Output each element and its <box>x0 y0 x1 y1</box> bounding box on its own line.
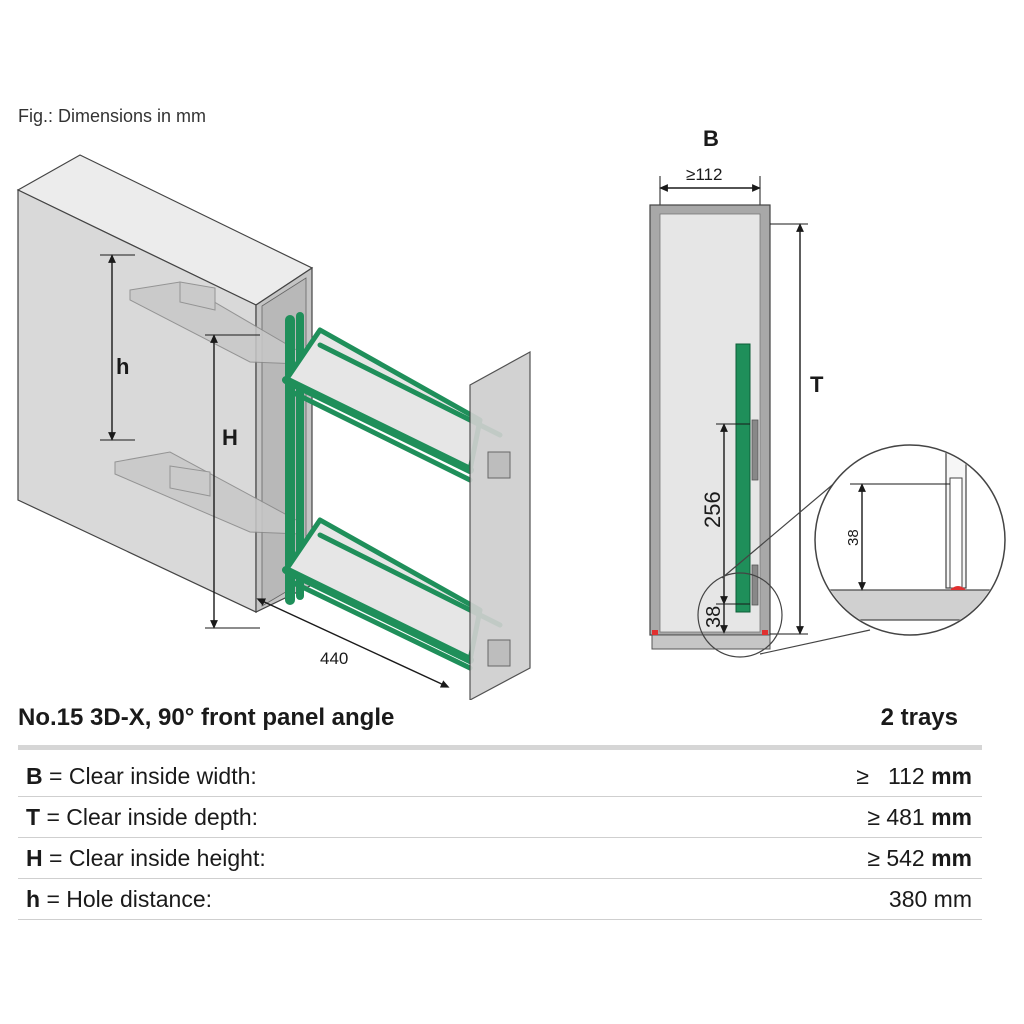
spec-value: 380 <box>888 885 928 912</box>
spec-equals: = <box>46 803 60 830</box>
spec-letter: B <box>26 762 43 789</box>
dimension-drawing: h H 440 B ≥112 T 256 <box>16 126 1006 700</box>
spec-unit: mm <box>931 762 972 789</box>
dim-label-H: H <box>222 425 238 450</box>
spec-prefix: ≥ <box>856 762 869 789</box>
dim-label-spacing: 256 <box>700 491 725 528</box>
spec-letter: T <box>26 803 41 830</box>
spec-row-height: H = Clear inside height: ≥ 542 mm <box>18 837 982 879</box>
section-base <box>651 634 771 650</box>
detail-dim-label: 38 <box>845 529 862 546</box>
panel-brackets <box>487 451 511 667</box>
spec-label: Clear inside height: <box>68 844 266 871</box>
spec-value: 542 <box>886 844 925 871</box>
spec-label: Clear inside width: <box>68 762 257 789</box>
dim-label-h: h <box>116 354 129 379</box>
spec-label: Clear inside depth: <box>66 803 259 830</box>
spec-table: B = Clear inside width: ≥ 112 mm T = Cle… <box>18 756 982 920</box>
figure-caption: Fig.: Dimensions in mm <box>18 106 207 126</box>
foot-left <box>652 630 658 635</box>
spec-letter: h <box>26 885 41 912</box>
spec-row-depth: T = Clear inside depth: ≥ 481 mm <box>18 796 982 838</box>
product-title: No.15 3D-X, 90° front panel angle <box>18 704 395 731</box>
product-title-row: No.15 3D-X, 90° front panel angle 2 tray… <box>18 700 978 740</box>
spec-letter: H <box>26 844 43 871</box>
spec-label: Hole distance: <box>66 885 213 912</box>
dim-label-T: T <box>810 372 824 397</box>
pull-out-rack <box>282 312 503 671</box>
section-rack <box>735 343 751 613</box>
cabinet-section-view: B ≥112 T 256 38 <box>649 126 1006 658</box>
spec-unit: mm <box>931 803 972 830</box>
tray-count: 2 trays <box>880 704 958 731</box>
divider <box>18 745 982 750</box>
spec-value: 112 <box>888 762 925 789</box>
cabinet-3d-view: h H 440 <box>16 154 531 700</box>
foot-right <box>762 630 768 635</box>
spec-prefix: ≥ <box>867 844 880 871</box>
spec-row-hole-distance: h = Hole distance: 380 mm <box>18 878 982 920</box>
spec-value: 481 <box>886 803 925 830</box>
dim-label-depth: 440 <box>320 649 348 668</box>
dim-label-B: B <box>703 126 719 151</box>
spec-equals: = <box>49 844 63 871</box>
spec-equals: = <box>49 762 63 789</box>
spec-unit: mm <box>931 844 972 871</box>
runner-rails <box>114 281 301 535</box>
front-panel <box>469 350 531 700</box>
dim-label-offset: 38 <box>703 606 725 628</box>
dim-line-depth <box>256 598 450 688</box>
spec-row-width: B = Clear inside width: ≥ 112 mm <box>18 756 982 797</box>
detail-source-circle <box>697 572 783 658</box>
dim-label-width: ≥112 <box>686 165 722 184</box>
spec-unit: mm <box>933 885 972 912</box>
spec-prefix: ≥ <box>867 803 880 830</box>
spec-equals: = <box>46 885 60 912</box>
